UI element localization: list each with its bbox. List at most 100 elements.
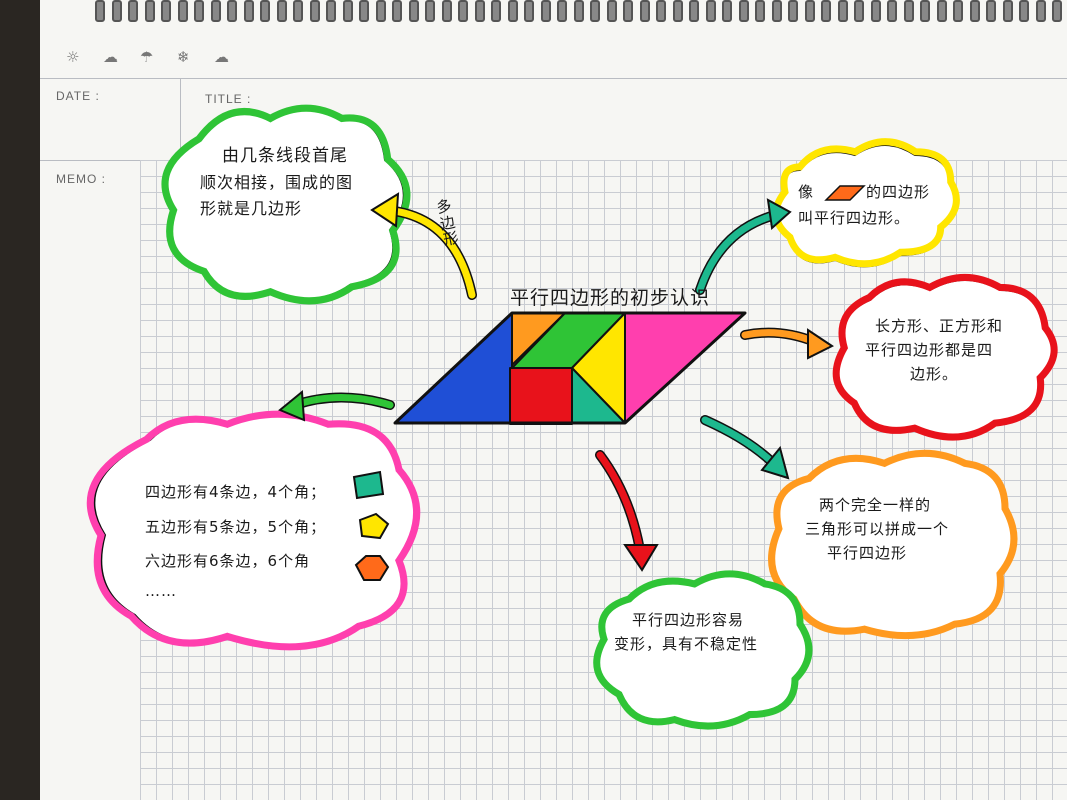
polygon-definition-line: 由几条线段首尾 bbox=[222, 146, 348, 166]
spiral-ring bbox=[342, 0, 353, 22]
spiral-ring bbox=[656, 0, 666, 22]
pentagon-shape bbox=[358, 512, 390, 540]
tangram-parallelogram bbox=[393, 311, 747, 425]
spiral-ring bbox=[722, 0, 732, 22]
spiral-ring bbox=[243, 0, 254, 22]
spiral-ring bbox=[1052, 0, 1062, 22]
spiral-ring bbox=[920, 0, 930, 22]
spiral-ring bbox=[623, 0, 633, 22]
quadrilaterals-text: 长方形、正方形和 平行四边形都是四 边形。 bbox=[865, 314, 1045, 386]
center-title: 平行四边形的初步认识 bbox=[510, 287, 711, 309]
spiral-ring bbox=[161, 0, 171, 22]
polygon-definition-line: 形就是几边形 bbox=[200, 198, 303, 218]
triangles-line: 平行四边形 bbox=[827, 544, 908, 562]
spiral-ring bbox=[293, 0, 303, 22]
quadrilaterals-line: 平行四边形都是四 bbox=[865, 341, 994, 359]
spiral-ring bbox=[375, 0, 386, 22]
spiral-ring bbox=[177, 0, 188, 22]
sides-angles-line: 四边形有4条边，4个角； bbox=[145, 483, 327, 501]
sides-angles-text: 四边形有4条边，4个角； 五边形有5条边，5个角； 六边形有6条边，6个角 …… bbox=[145, 475, 355, 603]
spiral-ring bbox=[95, 0, 105, 22]
spiral-ring bbox=[887, 0, 897, 22]
spiral-ring bbox=[210, 0, 221, 22]
spiral-ring bbox=[821, 0, 831, 22]
arrow-to-instability bbox=[595, 450, 659, 572]
snow-icon: ❄ bbox=[177, 48, 190, 66]
spiral-ring bbox=[672, 0, 683, 22]
cloud-polygon-definition bbox=[161, 104, 411, 305]
spiral-ring bbox=[474, 0, 485, 22]
spiral-ring bbox=[458, 0, 468, 22]
spiral-ring bbox=[227, 0, 237, 22]
spiral-ring bbox=[408, 0, 419, 22]
spiral-ring bbox=[425, 0, 435, 22]
polygon-definition-line: 顺次相接，围成的图 bbox=[200, 173, 354, 193]
arrow-to-quadrilaterals bbox=[740, 327, 834, 360]
arrow-to-sides-angles bbox=[278, 390, 395, 422]
spiral-ring bbox=[260, 0, 270, 22]
spiral-ring bbox=[540, 0, 551, 22]
sides-angles-line: …… bbox=[145, 581, 177, 600]
date-label: DATE : bbox=[56, 89, 100, 103]
spiral-ring bbox=[326, 0, 336, 22]
memo-label: MEMO : bbox=[56, 172, 106, 186]
spiral-ring bbox=[507, 0, 518, 22]
spiral-ring bbox=[392, 0, 402, 22]
spiral-ring bbox=[986, 0, 996, 22]
spiral-ring bbox=[590, 0, 600, 22]
spiral-ring bbox=[111, 0, 122, 22]
polygon-definition-text: 由几条线段首尾 顺次相接，围成的图 形就是几边形 bbox=[200, 143, 390, 221]
header-divider bbox=[180, 78, 181, 160]
spiral-ring bbox=[689, 0, 699, 22]
spiral-ring bbox=[441, 0, 452, 22]
definition-line2: 叫平行四边形。 bbox=[798, 209, 911, 227]
cloud-icon: ☁ bbox=[214, 48, 229, 66]
spiral-ring bbox=[870, 0, 881, 22]
arrow-to-triangles bbox=[700, 415, 790, 480]
triangles-line: 两个完全一样的 bbox=[819, 496, 932, 514]
cloud-triangles bbox=[768, 449, 1018, 640]
spiral-ring bbox=[128, 0, 138, 22]
arrow-to-polygon bbox=[370, 192, 477, 300]
triangles-line: 三角形可以拼成一个 bbox=[805, 520, 950, 538]
header-rule-top bbox=[40, 78, 1067, 79]
spiral-ring bbox=[309, 0, 320, 22]
spiral-ring bbox=[491, 0, 501, 22]
definition-prefix: 像 bbox=[798, 183, 815, 201]
definition-suffix: 的四边形 bbox=[866, 183, 931, 201]
sun-icon: ☼ bbox=[66, 48, 80, 66]
quadrilaterals-line: 边形。 bbox=[910, 365, 959, 383]
spiral-ring bbox=[359, 0, 369, 22]
quadrilateral-shape bbox=[352, 470, 385, 500]
parallelogram-definition-text: 像 的四边形 叫平行四边形。 bbox=[798, 180, 958, 230]
spiral-ring bbox=[969, 0, 980, 22]
instability-line: 变形，具有不稳定性 bbox=[614, 635, 759, 653]
arrow-to-definition bbox=[695, 198, 792, 295]
spiral-ring bbox=[639, 0, 650, 22]
spiral-ring bbox=[953, 0, 963, 22]
spiral-ring bbox=[1019, 0, 1029, 22]
triangles-text: 两个完全一样的 三角形可以拼成一个 平行四边形 bbox=[805, 493, 995, 565]
red-square bbox=[509, 367, 573, 425]
spiral-ring bbox=[1002, 0, 1013, 22]
cloud-sides-angles bbox=[86, 410, 421, 651]
quadrilaterals-line: 长方形、正方形和 bbox=[875, 317, 1004, 335]
spiral-ring bbox=[557, 0, 567, 22]
spiral-ring bbox=[903, 0, 914, 22]
spiral-ring bbox=[936, 0, 947, 22]
cloud-sun-icon: ☁ bbox=[103, 48, 118, 66]
spiral-ring bbox=[705, 0, 716, 22]
sides-angles-line: 六边形有6条边，6个角 bbox=[145, 552, 311, 570]
spiral-ring bbox=[804, 0, 815, 22]
hexagon-shape bbox=[354, 555, 390, 581]
sides-angles-line: 五边形有5条边，5个角； bbox=[145, 517, 327, 536]
spiral-ring bbox=[738, 0, 749, 22]
spiral-ring bbox=[276, 0, 287, 22]
spiral-ring bbox=[573, 0, 584, 22]
instability-text: 平行四边形容易 变形，具有不稳定性 bbox=[614, 608, 808, 656]
spiral-ring bbox=[524, 0, 534, 22]
spiral-ring bbox=[837, 0, 848, 22]
rain-icon: ☂ bbox=[140, 48, 154, 66]
spiral-ring bbox=[1035, 0, 1046, 22]
